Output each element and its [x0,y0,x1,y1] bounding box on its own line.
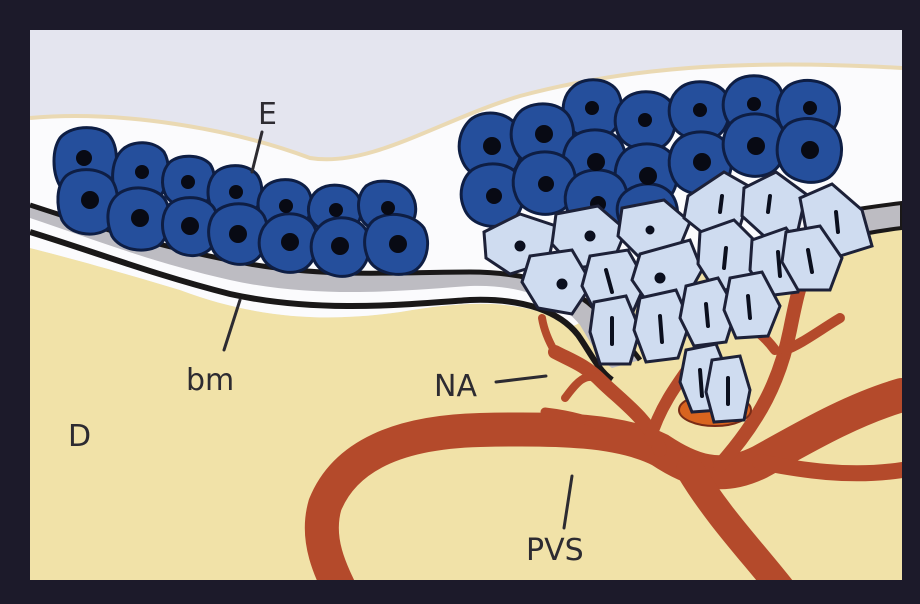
label-dermis: D [68,419,91,454]
label-neoangiogenesis: NA [434,369,477,404]
label-perivascular-space: PVS [526,533,584,568]
label-basement-membrane: bm [186,363,234,398]
label-epidermis: E [258,97,277,132]
